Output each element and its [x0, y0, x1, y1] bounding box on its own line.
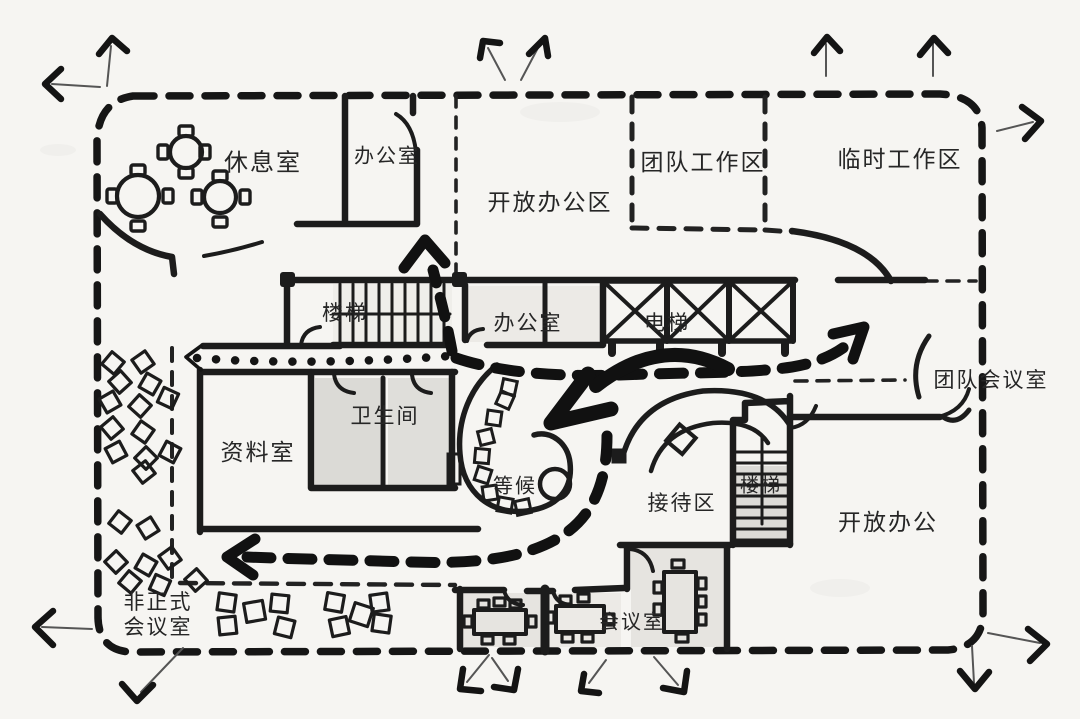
flow-arrow-big	[543, 347, 735, 431]
informal-seats	[215, 590, 393, 640]
circulation-dashed-path	[221, 234, 870, 581]
wall-posts	[280, 272, 467, 287]
stairs-upper-treads	[331, 282, 452, 344]
waiting-chairs	[446, 376, 534, 518]
team-meeting-bracket	[913, 333, 972, 423]
reception-table	[663, 421, 699, 457]
waiting-spiral	[446, 362, 574, 518]
zone-dashed-lines	[170, 94, 978, 588]
site-boundary	[93, 90, 987, 656]
paper-texture	[40, 102, 870, 597]
lounge-tables	[105, 124, 252, 233]
reception-desk	[611, 387, 794, 474]
scatter-diamonds	[97, 349, 209, 598]
sight-arrows	[31, 33, 1051, 705]
elevator-block	[600, 278, 796, 357]
stairs-lower-treads	[734, 435, 789, 542]
circulation-dotted-path	[184, 344, 455, 372]
reception-post	[611, 448, 627, 464]
meeting-tables	[462, 558, 708, 646]
